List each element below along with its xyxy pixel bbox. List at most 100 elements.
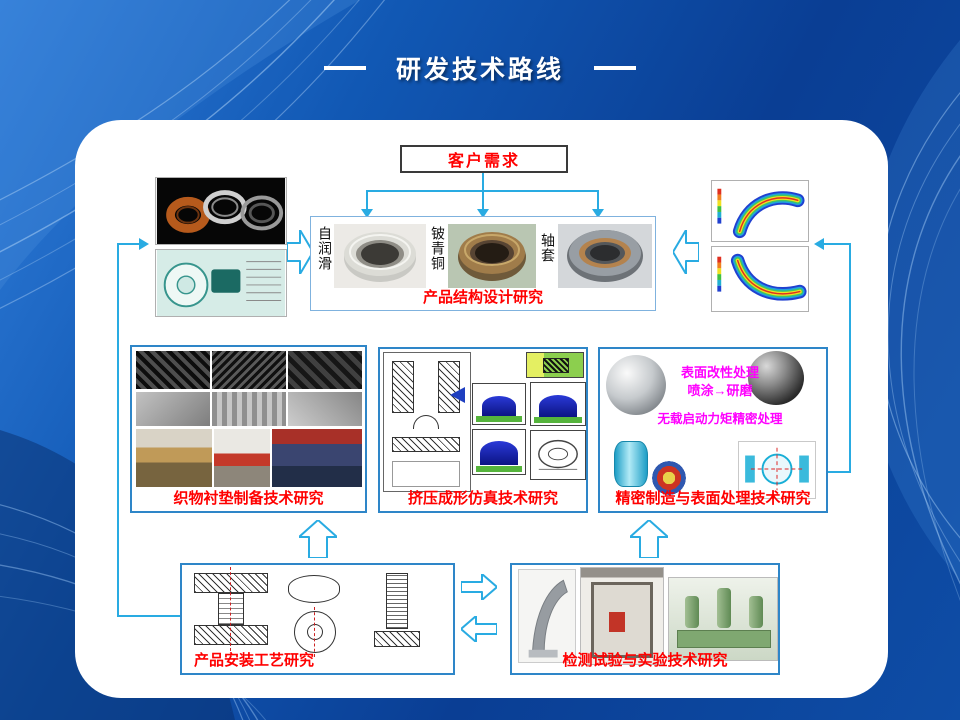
gray-sphere-photo — [606, 355, 666, 415]
hatched-plate — [392, 437, 460, 452]
dark-sphere-photo — [748, 351, 804, 405]
arrowhead-down-icon — [361, 209, 373, 218]
connector-line — [597, 191, 599, 210]
red-test-element — [609, 612, 625, 632]
installation-process-box: 产品安装工艺研究 — [180, 563, 455, 675]
lab-equipment-photo — [214, 429, 270, 487]
centerline — [314, 607, 315, 657]
sim-base — [534, 417, 582, 423]
precision-box-caption: 精密制造与表面处理技术研究 — [615, 490, 811, 507]
customer-requirement-box: 客户需求 — [400, 145, 568, 173]
connector-line — [482, 191, 484, 210]
note-spray-grind: 喷涂→研磨 — [687, 383, 753, 398]
bearing-cross-section-render — [652, 461, 686, 495]
block-arrow-right-icon — [461, 574, 497, 600]
sim-dome — [539, 395, 577, 417]
dome-sim-tile-1 — [472, 383, 526, 425]
blue-arrow-decoration — [450, 387, 465, 403]
dome-sim-tile-3 — [472, 429, 526, 475]
title-row: 研发技术路线 — [0, 50, 960, 86]
label-self-lubricating: 自润滑 — [317, 226, 333, 271]
sub-drawing — [392, 461, 460, 487]
arrowhead-down-icon — [477, 209, 489, 218]
die-cavity-dome — [413, 415, 439, 429]
connector-line — [119, 243, 139, 245]
design-box-caption: 产品结构设计研究 — [422, 289, 543, 306]
mesh-sim-tile — [526, 352, 584, 378]
testing-experiment-box: 检测试验与实验技术研究 — [510, 563, 780, 675]
note-no-load-torque: 无载启动力矩精密处理 — [657, 412, 783, 426]
fabric-liner-drawing — [155, 249, 287, 317]
bronze-bushing-photo — [448, 224, 536, 288]
page-title: 研发技术路线 — [395, 56, 564, 84]
block-arrow-left-icon — [673, 230, 699, 274]
fea-simulation-image-1 — [711, 180, 809, 242]
title-right-dash — [594, 66, 636, 70]
self-lubricating-bushing-photo — [334, 224, 426, 288]
fabric-box-caption: 织物衬垫制备技术研究 — [173, 490, 324, 507]
test-box-caption: 检测试验与实验技术研究 — [562, 652, 728, 669]
title-left-dash — [323, 66, 366, 70]
loom-machine-photo — [136, 429, 212, 487]
bearing-section-drawing — [530, 430, 586, 480]
fixture-cylinder — [685, 596, 699, 628]
fixture-cylinder — [717, 588, 731, 628]
die-section-drawing — [383, 352, 471, 492]
block-arrow-left-icon — [461, 616, 497, 642]
connector-line — [119, 615, 180, 617]
cyan-bushing-render — [614, 441, 648, 487]
fixture-plate — [677, 630, 771, 648]
precision-manufacturing-box: 表面改性处理 喷涂→研磨 无载启动力矩精密处理 精密制造与表面处理技术研究 — [598, 347, 828, 513]
assembly-drawing — [738, 441, 816, 499]
sem-photo-3 — [288, 392, 362, 426]
connector-line — [849, 243, 851, 473]
note-surface-treatment: 表面改性处理 — [680, 365, 759, 380]
threaded-stud-drawing — [386, 573, 408, 629]
connector-line — [828, 471, 849, 473]
sim-base — [476, 416, 522, 422]
install-box-caption: 产品安装工艺研究 — [194, 652, 315, 669]
arrowhead-down-icon — [592, 209, 604, 218]
label-beryllium-bronze: 铍青铜 — [430, 226, 446, 271]
sem-photo-2 — [212, 392, 286, 426]
test-chamber-photo — [580, 567, 664, 665]
block-arrow-up-icon — [299, 520, 337, 558]
extrusion-simulation-box: 挤压成形仿真技术研究 — [378, 347, 588, 513]
inner-circle-drawing — [307, 624, 323, 640]
extrusion-box-caption: 挤压成形仿真技术研究 — [407, 490, 558, 507]
arrowhead-left-icon — [814, 238, 824, 250]
furnace-machine-photo — [272, 429, 362, 487]
arrowhead-right-icon — [139, 238, 149, 250]
sim-base — [476, 466, 522, 472]
label-bushing: 轴套 — [540, 233, 556, 263]
connector-line — [117, 243, 119, 617]
cylinder-drawing — [288, 575, 340, 603]
mesh-block — [543, 358, 569, 373]
spherical-bearing-photo — [558, 224, 652, 288]
block-arrow-up-icon — [630, 520, 668, 558]
connector-line — [823, 243, 849, 245]
sem-photo-1 — [136, 392, 210, 426]
sim-dome — [480, 441, 518, 465]
hatched-block — [194, 573, 268, 593]
fea-simulation-image-2 — [711, 246, 809, 312]
connector-line — [366, 191, 368, 210]
fabric-weave-photo-2 — [212, 351, 286, 389]
flange-drawing — [374, 631, 420, 647]
fabric-weave-photo-3 — [288, 351, 362, 389]
centerline — [230, 567, 231, 651]
product-design-box: 自润滑 铍青铜 — [310, 216, 656, 311]
hatched-block — [194, 625, 268, 645]
connector-line — [482, 173, 484, 191]
sim-dome — [482, 396, 516, 416]
dome-sim-tile-2 — [530, 382, 586, 426]
fabric-weave-photo-1 — [136, 351, 210, 389]
hatched-block — [392, 361, 414, 413]
curved-part-photo — [518, 569, 576, 663]
fabric-liner-box: 织物衬垫制备技术研究 — [130, 345, 367, 513]
bearing-rings-photo — [155, 177, 287, 245]
fixture-cylinder — [749, 596, 763, 628]
green-fixture-render — [668, 577, 778, 661]
diagram-panel: 客户需求 — [75, 120, 888, 698]
